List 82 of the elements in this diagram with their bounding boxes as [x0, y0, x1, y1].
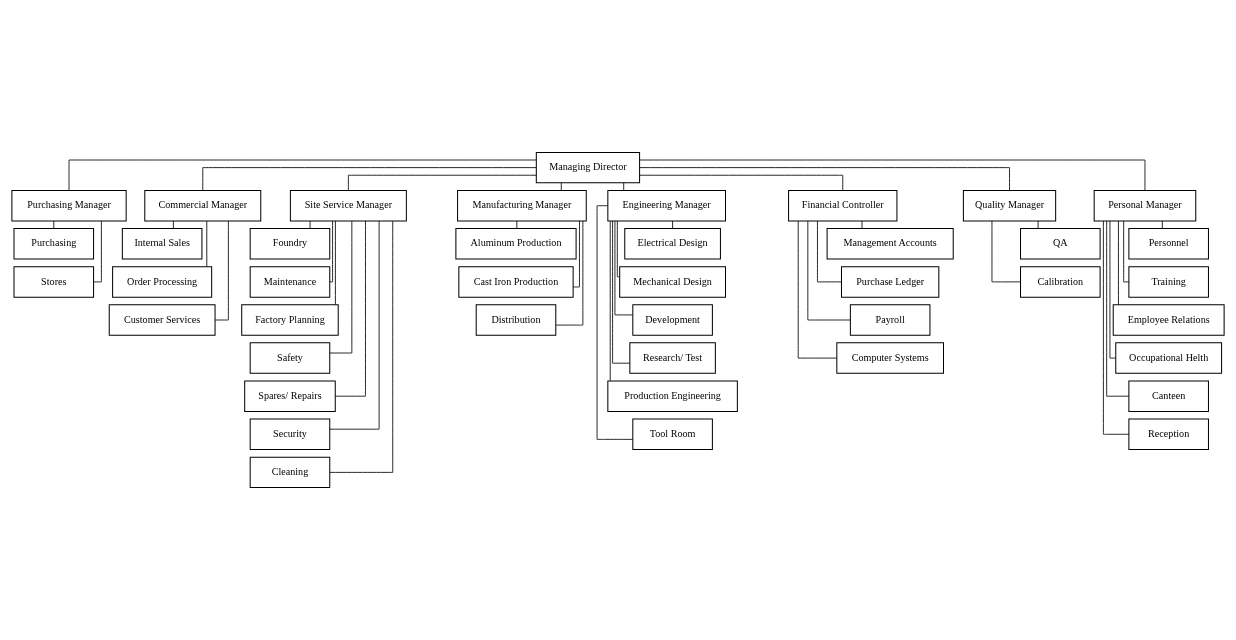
- node-box: Personnel: [1128, 228, 1209, 260]
- node-box: Employee Relations: [1112, 304, 1225, 336]
- connector: [329, 220, 380, 430]
- node-box: Safety: [249, 342, 331, 374]
- node-box: Training: [1128, 266, 1209, 298]
- connector: [609, 220, 611, 382]
- connector: [1123, 220, 1130, 283]
- connector: [560, 182, 562, 191]
- node-box: Quality Manager: [962, 189, 1057, 222]
- connector: [202, 167, 537, 191]
- connector: [612, 220, 631, 364]
- node-box: Purchasing Manager: [11, 189, 127, 222]
- connector: [1109, 220, 1116, 359]
- connector: [347, 174, 537, 191]
- node-box: Reception: [1128, 418, 1209, 451]
- node-box: Production Engineering: [607, 380, 738, 412]
- connector: [797, 220, 838, 359]
- connector: [329, 220, 353, 354]
- node-box: Cast Iron Production: [458, 266, 574, 298]
- connector: [614, 220, 633, 316]
- connector: [639, 167, 1010, 191]
- node-box: Internal Sales: [121, 228, 203, 260]
- connector: [1161, 220, 1163, 229]
- node-box: Engineering Manager: [607, 189, 726, 222]
- node-box: Electrical Design: [624, 228, 721, 260]
- node-box: Tool Room: [632, 418, 713, 451]
- node-box: Financial Controller: [788, 189, 898, 222]
- connector: [335, 220, 366, 397]
- node-box: Calibration: [1020, 266, 1101, 298]
- node-box: Aluminum Production: [455, 228, 577, 260]
- node-box: Research/ Test: [629, 342, 716, 374]
- connector: [572, 220, 580, 288]
- node-box: Payroll: [849, 304, 931, 336]
- node-box: Stores: [13, 266, 95, 298]
- connector: [817, 220, 842, 283]
- node-box: Computer Systems: [836, 342, 944, 374]
- connector: [172, 220, 174, 229]
- node-box: Commercial Manager: [144, 189, 262, 222]
- connector: [639, 174, 844, 191]
- connector: [596, 205, 634, 440]
- connector: [206, 220, 208, 267]
- connector: [1118, 220, 1119, 305]
- connector: [672, 220, 674, 229]
- node-box: Site Service Manager: [289, 189, 407, 222]
- node-box: Mechanical Design: [619, 266, 726, 298]
- node-box: Cleaning: [249, 456, 331, 489]
- connector: [1037, 220, 1039, 229]
- connector: [616, 220, 620, 278]
- connector: [623, 182, 625, 191]
- node-box: Spares/ Repairs: [244, 380, 336, 412]
- connector: [329, 220, 333, 283]
- node-box: Factory Planning: [241, 304, 339, 336]
- node-box: Personal Manager: [1093, 189, 1197, 222]
- connector: [93, 220, 102, 283]
- connector: [807, 220, 851, 321]
- node-box: Canteen: [1128, 380, 1209, 412]
- connector: [1106, 220, 1130, 397]
- connector: [639, 159, 1146, 191]
- connector: [68, 159, 537, 191]
- node-box: Distribution: [475, 304, 557, 336]
- node-box: Manufacturing Manager: [457, 189, 587, 222]
- node-box: Customer Services: [108, 304, 216, 336]
- node-box: Security: [249, 418, 331, 451]
- connector: [991, 220, 1021, 283]
- connector: [861, 220, 863, 229]
- node-box: Occupational Helth: [1115, 342, 1223, 374]
- node-box: Managing Director: [535, 151, 641, 184]
- node-box: Foundry: [249, 228, 331, 260]
- node-box: Purchasing: [13, 228, 95, 260]
- connector: [53, 220, 55, 229]
- node-box: Management Accounts: [826, 228, 954, 260]
- connector: [309, 220, 311, 229]
- node-box: QA: [1020, 228, 1101, 260]
- connector: [329, 220, 394, 473]
- connector: [516, 220, 518, 229]
- connector: [1102, 220, 1130, 435]
- node-box: Development: [632, 304, 713, 336]
- connector: [555, 220, 584, 326]
- connector: [334, 220, 336, 305]
- node-box: Purchase Ledger: [841, 266, 940, 298]
- node-box: Maintenance: [249, 266, 331, 298]
- node-box: Order Processing: [112, 266, 213, 298]
